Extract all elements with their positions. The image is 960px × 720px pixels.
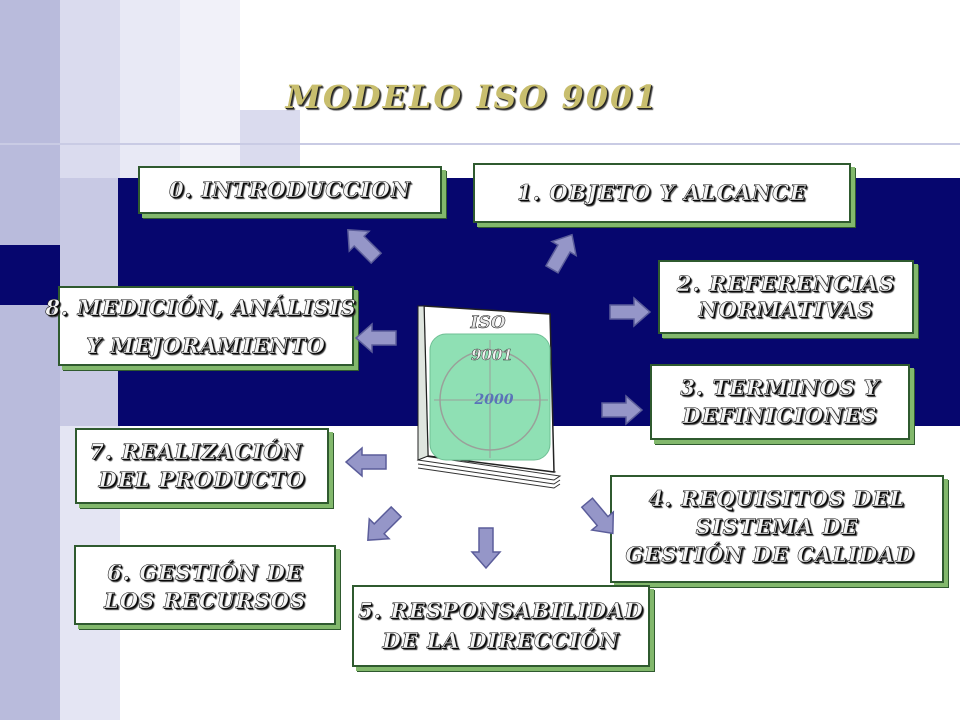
box-realizacion-line1: 7. REALIZACIÓN: [89, 439, 303, 464]
divider-line: [0, 143, 960, 145]
box-gestion-recursos: 6. GESTIÓN DE LOS RECURSOS: [74, 545, 336, 625]
bg-square: [120, 0, 180, 178]
box-objeto-alcance-label: 1. OBJETO Y ALCANCE: [517, 180, 807, 205]
page-title: MODELO ISO 9001: [285, 78, 659, 116]
box-realizacion-producto: 7. REALIZACIÓN DEL PRODUCTO: [75, 428, 329, 504]
arrow-left-icon: [344, 446, 387, 478]
box-introduccion-label: 0. INTRODUCCION: [169, 177, 411, 202]
box-responsabilidad-line2: DE LA DIRECCIÓN: [382, 628, 620, 653]
box-gestion-recursos-line2: LOS RECURSOS: [103, 588, 307, 613]
box-responsabilidad-line1: 5. RESPONSABILIDAD: [358, 598, 644, 623]
box-terminos-definiciones: 3. TERMINOS Y DEFINICIONES: [650, 364, 910, 440]
arrow-right-icon: [609, 296, 652, 328]
arrow-right-icon: [601, 394, 644, 426]
navy-square: [0, 245, 60, 305]
book-2000-label: 2000: [474, 392, 514, 408]
arrow-up-right-icon: [544, 233, 578, 274]
box-objeto-alcance: 1. OBJETO Y ALCANCE: [473, 163, 851, 223]
box-requisitos-line1: 4. REQUISITOS DEL: [648, 486, 906, 511]
bg-square: [0, 0, 60, 245]
bg-square: [180, 0, 240, 178]
bg-square: [0, 305, 60, 720]
arrow-up-left-icon: [347, 229, 383, 265]
box-referencias-line2: NORMATIVAS: [698, 297, 874, 322]
book-spine: [417, 305, 429, 461]
box-referencias-normativas: 2. REFERENCIAS NORMATIVAS: [658, 260, 914, 334]
box-medicion-analisis: 8. MEDICIÓN, ANÁLISIS Y MEJORAMIENTO: [45, 286, 356, 366]
box-responsabilidad-direccion: 5. RESPONSABILIDAD DE LA DIRECCIÓN: [352, 585, 650, 667]
box-referencias-line1: 2. REFERENCIAS: [676, 271, 896, 296]
box-terminos-line2: DEFINICIONES: [682, 403, 878, 428]
iso-book-illustration: ISO 9001 2000: [416, 305, 562, 489]
box-terminos-line1: 3. TERMINOS Y: [680, 375, 880, 400]
arrow-down-left-icon: [367, 505, 403, 541]
box-requisitos-line2: SISTEMA DE: [695, 514, 859, 539]
box-gestion-recursos-line1: 6. GESTIÓN DE: [107, 560, 303, 585]
box-requisitos-line3: GESTIÓN DE CALIDAD: [625, 542, 915, 567]
box-realizacion-line2: DEL PRODUCTO: [98, 467, 306, 492]
box-medicion-line2: Y MEJORAMIENTO: [86, 333, 326, 358]
arrow-down-icon: [470, 527, 502, 570]
box-requisitos-sistema: 4. REQUISITOS DEL SISTEMA DE GESTIÓN DE …: [610, 475, 944, 583]
arrow-left-icon: [354, 322, 397, 354]
bg-square: [60, 0, 120, 178]
box-medicion-line1: 8. MEDICIÓN, ANÁLISIS: [45, 295, 357, 320]
box-introduccion: 0. INTRODUCCION: [138, 166, 442, 214]
book-9001-label: 9001: [471, 346, 513, 364]
arrow-down-right-icon: [580, 497, 615, 535]
book-iso-label: ISO: [469, 313, 505, 333]
